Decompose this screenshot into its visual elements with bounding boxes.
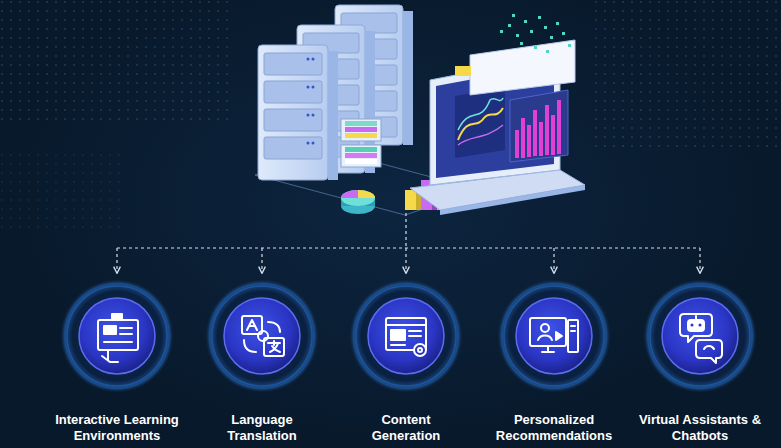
circle-outline [479, 278, 629, 398]
outer-ring [349, 279, 463, 393]
dot-field [0, 150, 120, 230]
circle-outline [187, 278, 337, 398]
feature-circle: Language Translation [187, 278, 337, 448]
inner-disc [368, 298, 444, 374]
feature-label: Interactive Learning Environments [42, 412, 192, 444]
inner-disc [79, 298, 155, 374]
outer-ring [60, 279, 174, 393]
chatbot-icon [680, 314, 722, 363]
dot-field [590, 0, 781, 150]
circle-outline [331, 278, 481, 398]
content-generation-icon [386, 318, 426, 356]
recommendation-icon [530, 318, 578, 352]
circle-outline [42, 278, 192, 398]
outer-ring [497, 279, 611, 393]
ring-edge [504, 286, 604, 386]
feature-label: Virtual Assistants & Chatbots [625, 412, 775, 444]
inner-disc [224, 298, 300, 374]
feature-label: Language Translation [214, 412, 310, 444]
translation-icon [242, 316, 284, 356]
dot-field [0, 0, 230, 120]
distribution-lines [117, 213, 700, 270]
feature-circle: Content Generation [331, 278, 481, 448]
feature-circle: Personalized Recommendations [479, 278, 629, 448]
server-racks [258, 5, 413, 180]
feature-label: Content Generation [358, 412, 454, 444]
ring-edge [650, 286, 750, 386]
outer-ring [643, 279, 757, 393]
scatter-dots [500, 14, 571, 53]
circle-outline [625, 278, 775, 398]
feature-label: Personalized Recommendations [492, 412, 616, 444]
feature-circle: Virtual Assistants & Chatbots [625, 278, 775, 448]
ring-edge [356, 286, 456, 386]
feature-circle: Interactive Learning Environments [42, 278, 192, 448]
pie-chart [341, 190, 375, 214]
inner-disc [516, 298, 592, 374]
ring-edge [67, 286, 167, 386]
inner-disc [662, 298, 738, 374]
laptop-illustration [410, 40, 585, 215]
outer-ring [205, 279, 319, 393]
ring-edge [212, 286, 312, 386]
learning-icon [98, 314, 138, 362]
